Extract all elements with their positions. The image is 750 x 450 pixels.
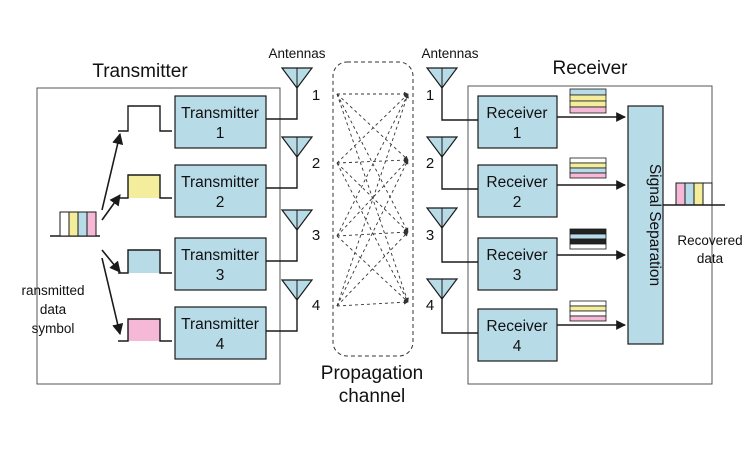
- transmitter-frame: [36, 87, 281, 385]
- transmitter-label: Transmitter: [181, 247, 259, 264]
- signal-separation-label: Signal Separation: [646, 164, 663, 286]
- receiver-number: 2: [513, 194, 522, 211]
- receiver-block: [477, 308, 558, 362]
- transmitter-row-1: Transmitter 1 1: [118, 67, 320, 149]
- channel-path-tx1-rx3: [336, 93, 409, 233]
- channel-path-tx1-rx2: [336, 93, 409, 161]
- antennas-label-left: Antennas: [268, 46, 325, 61]
- transmitter-row-4: Transmitter 4 4: [118, 279, 320, 360]
- transmitter-block: [174, 306, 267, 360]
- channel-path-tx3-rx1: [336, 93, 409, 237]
- receiver-label: Receiver: [486, 247, 547, 264]
- receiver-block: [477, 95, 558, 149]
- transmitted-label-3: symbol: [32, 321, 75, 336]
- recovered-symbol: [663, 182, 725, 206]
- received-signal: [569, 228, 607, 250]
- receiver-block: [477, 164, 558, 218]
- receiver-label: Receiver: [486, 318, 547, 335]
- channel-path-tx3-rx4: [336, 235, 409, 303]
- receiver-row-4: 4 Receiver 4: [425, 278, 626, 362]
- transmitter-title: Transmitter: [92, 61, 188, 82]
- receiver-row-1: 1 Receiver 1: [425, 67, 626, 149]
- transmitter-row-2: Transmitter 2 2: [118, 136, 320, 218]
- channel-path-tx2-rx1: [336, 93, 409, 164]
- channel-path-tx3-rx2: [336, 159, 409, 237]
- channel-path-tx4-rx3: [336, 231, 409, 307]
- transmitter-label: Transmitter: [181, 105, 259, 122]
- transmitter-block: [174, 164, 267, 218]
- received-signal: [569, 157, 607, 179]
- channel-paths: [336, 91, 409, 307]
- signal-separation-block: [627, 105, 664, 345]
- fanout-arrows: [101, 132, 124, 336]
- antenna-number: 3: [312, 227, 320, 244]
- receiver-row-3: 3 Receiver 3: [425, 207, 626, 291]
- receiver-title: Receiver: [553, 58, 629, 79]
- antenna-number: 1: [426, 87, 434, 104]
- transmitter-row-3: Transmitter 3 3: [118, 209, 320, 291]
- receiver-block: [477, 237, 558, 291]
- received-signal: [569, 300, 607, 322]
- channel-path-tx4-rx4: [336, 299, 409, 307]
- receiver-label: Receiver: [486, 105, 547, 122]
- antenna-number: 2: [312, 155, 320, 172]
- antenna-number: 2: [426, 155, 434, 172]
- antenna-number: 3: [426, 227, 434, 244]
- receiver-number: 4: [513, 338, 522, 355]
- receiver-number: 1: [513, 125, 522, 142]
- transmitter-number: 2: [216, 194, 225, 211]
- transmitter-number: 1: [216, 125, 225, 142]
- transmitted-label-1: ransmitted: [21, 283, 84, 298]
- antenna-number: 4: [312, 297, 320, 314]
- received-signal: [569, 88, 607, 114]
- propagation-label-line1: Propagation: [321, 363, 423, 384]
- input-symbol: [50, 211, 100, 237]
- transmitted-label-2: data: [40, 302, 67, 317]
- channel-path-tx4-rx1: [336, 93, 409, 307]
- transmitter-label: Transmitter: [181, 316, 259, 333]
- channel-path-tx2-rx2: [336, 157, 409, 164]
- antennas-label-right: Antennas: [421, 46, 478, 61]
- receiver-frame: [467, 85, 713, 385]
- transmitter-number: 3: [216, 267, 225, 284]
- recovered-label-1: Recovered: [677, 233, 742, 248]
- transmitter-label: Transmitter: [181, 174, 259, 191]
- channel-path-tx2-rx3: [336, 162, 409, 233]
- receiver-number: 3: [513, 267, 522, 284]
- transmitter-number: 4: [216, 336, 225, 353]
- antenna-number: 4: [426, 297, 434, 314]
- receiver-row-2: 2 Receiver 2: [425, 136, 626, 218]
- recovered-label-2: data: [697, 251, 724, 266]
- propagation-label-line2: channel: [339, 386, 406, 407]
- transmitter-block: [174, 95, 267, 149]
- antenna-number: 1: [312, 87, 320, 104]
- channel-path-tx2-rx4: [336, 162, 409, 303]
- transmitter-block: [174, 237, 267, 291]
- propagation-channel-region: [332, 61, 414, 357]
- receiver-label: Receiver: [486, 174, 547, 191]
